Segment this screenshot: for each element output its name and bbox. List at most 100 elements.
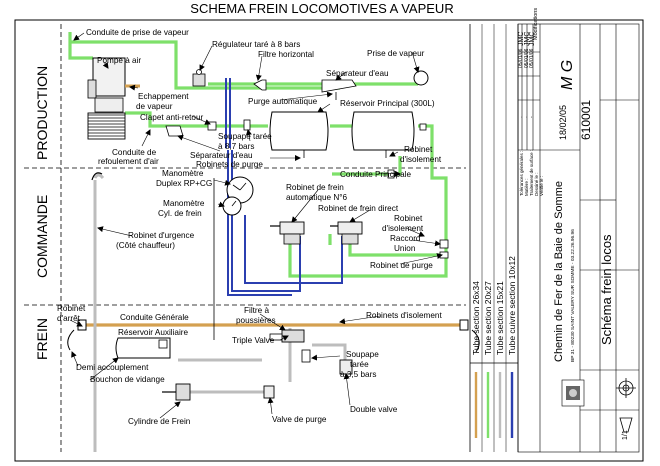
modif-date-2: 05/01/06 xyxy=(524,48,530,68)
label-robinets-isolement: Robinets d'isolement xyxy=(366,311,442,320)
legend-15x21-label: Tube section 15x21 xyxy=(495,281,505,355)
label-demi-accouplement: Demi accouplement xyxy=(76,363,149,372)
label-bouchon-vidange: Bouchon de vidange xyxy=(90,375,165,384)
label-robinet-auto-a: Robinet de frein xyxy=(286,183,344,192)
purge-valve xyxy=(263,385,275,399)
form-row-4: Dessiné le : xyxy=(534,172,539,196)
pressure-regulator xyxy=(192,69,206,87)
label-robinet-auto-b: automatique N°6 xyxy=(286,193,348,202)
form-value-2: - xyxy=(524,116,530,118)
pipe-legend: Tube section 26x34 Tube section 20x27 Tu… xyxy=(469,24,519,452)
water-separator xyxy=(321,79,357,100)
label-valve-purge: Valve de purge xyxy=(272,415,327,424)
logo-emblem xyxy=(561,379,585,407)
form-value-3: - xyxy=(529,116,535,118)
label-robinet-urgence-b: (Côté chauffeur) xyxy=(116,241,175,250)
emergency-cock xyxy=(91,172,103,181)
label-purge-auto: Purge automatique xyxy=(248,97,318,106)
projection-symbol xyxy=(616,378,636,433)
label-raccord-a: Raccord xyxy=(390,234,421,243)
org-name: Chemin de Fer de la Baie de Somme xyxy=(553,181,565,362)
label-robinet-direct: Robinet de frein direct xyxy=(318,204,399,213)
label-reservoir-auxiliaire: Réservoir Auxiliaire xyxy=(118,328,189,337)
pipes-15x21 xyxy=(93,173,347,452)
section-dividers xyxy=(24,167,466,306)
form-row-2: Matière : xyxy=(524,178,529,196)
label-refoulement-b: refoulement d'air xyxy=(98,157,159,166)
label-filtre-horizontal: Filtre horizontal xyxy=(258,50,314,59)
brake-cylinder xyxy=(162,383,191,401)
label-echappement-1: Echappement xyxy=(138,92,189,101)
label-robinet-isolement-1a: Robinet xyxy=(404,145,433,154)
label-separateur-eau-2: Séparateur d'eau xyxy=(190,151,253,160)
modifications-label: Modifications xyxy=(533,8,539,40)
label-robinet-isolement-1b: d'isolement xyxy=(400,155,442,164)
leader-lines xyxy=(69,32,443,419)
label-robinet-isolement-2b: d'isolement xyxy=(382,224,424,233)
label-conduite-principale: Conduite Principale xyxy=(340,170,411,179)
title-block xyxy=(517,23,640,453)
form-row-3: Traitement de surface : xyxy=(529,150,534,196)
label-refoulement-a: Conduite de xyxy=(112,148,157,157)
label-regulateur: Régulateur taré à 8 bars xyxy=(212,40,300,49)
legend-cuivre-label: Tube cuivre section 10x12 xyxy=(507,256,517,355)
date-value: 18/02/05 xyxy=(558,105,568,140)
modif-date-3: 05/01/06 xyxy=(529,48,535,68)
diagram-title: SCHEMA FREIN LOCOMOTIVES A VAPEUR xyxy=(190,1,453,16)
steam-intake xyxy=(413,70,429,86)
label-soupape-35-a: Soupape xyxy=(346,350,379,359)
label-echappement-2: de vapeur xyxy=(136,102,173,111)
production-valves xyxy=(165,119,427,179)
label-manometre-duplex-a: Manomètre xyxy=(162,169,204,178)
brake-valve-automatic xyxy=(270,221,305,245)
drawing-frame xyxy=(14,19,644,462)
section-frein: FREIN xyxy=(34,318,50,360)
label-robinet-isolement-2a: Robinet xyxy=(394,214,423,223)
component-labels: Conduite de prise de vapeur Pompe à air … xyxy=(57,28,442,426)
triple-valve xyxy=(269,329,305,343)
form-row-5: Vérifié le : xyxy=(539,176,544,196)
section-commande: COMMANDE xyxy=(34,195,50,278)
label-conduite-prise-vapeur: Conduite de prise de vapeur xyxy=(86,28,189,37)
pipes-20x27 xyxy=(68,32,448,278)
label-filtre-poussieres-b: poussières xyxy=(236,316,276,325)
label-soupape-35-c: à 3,5 bars xyxy=(340,370,376,379)
brake-valve-direct xyxy=(330,221,363,245)
label-cylindre-frein: Cylindre de Frein xyxy=(128,417,191,426)
label-robinet-urgence-a: Robinet d'urgence xyxy=(128,231,195,240)
title-block-text: Modifications 05/01/06 JMC 05/01/06 JMC … xyxy=(518,8,629,440)
label-double-valve: Double valve xyxy=(350,405,398,414)
gauge-brake-cylinder xyxy=(222,196,242,216)
label-robinet-arret-a: Robinet xyxy=(57,304,86,313)
label-manometre-cyl-a: Manomètre xyxy=(163,199,205,208)
modif-author-1: JMC xyxy=(518,32,525,46)
label-manometre-duplex-b: Duplex RP+CG xyxy=(156,179,212,188)
auxiliary-reservoir xyxy=(115,337,171,359)
label-prise-vapeur: Prise de vapeur xyxy=(367,49,425,58)
label-soupape-87-a: Soupape tarée xyxy=(218,132,272,141)
label-soupape-35-b: tarée xyxy=(350,360,369,369)
air-pump xyxy=(87,57,140,140)
scale-value: 1/1 xyxy=(622,430,629,440)
form-value-1: - xyxy=(519,116,525,118)
modif-date-1: 05/01/06 xyxy=(518,48,524,68)
label-robinet-arret-b: d'arrêt xyxy=(57,314,81,323)
modif-author-3: JMC xyxy=(529,32,536,46)
label-manometre-cyl-b: Cyl. de frein xyxy=(158,209,202,218)
label-reservoir-principal: Réservoir Principal (300L) xyxy=(340,99,435,108)
section-production: PRODUCTION xyxy=(34,66,50,160)
label-conduite-generale: Conduite Générale xyxy=(120,313,189,322)
drawing-number: 610001 xyxy=(579,100,593,140)
main-reservoir xyxy=(269,111,415,158)
label-triple-valve: Triple Valve xyxy=(232,336,275,345)
label-pompe-air: Pompe à air xyxy=(97,56,141,65)
relief-valve-35 xyxy=(301,349,311,363)
drawing-title: Schéma frein locos xyxy=(599,234,614,345)
label-soupape-87-b: à 8,7 bars xyxy=(218,142,254,151)
label-separateur-eau-1: Séparateur d'eau xyxy=(326,69,389,78)
legend-20x27-label: Tube section 20x27 xyxy=(483,281,493,355)
label-raccord-b: Union xyxy=(394,244,416,253)
label-filtre-poussieres-a: Filtre à xyxy=(244,306,269,315)
org-address: BP 31 - 80230 SAINT VALERY SUR SOMME - 0… xyxy=(570,229,576,362)
